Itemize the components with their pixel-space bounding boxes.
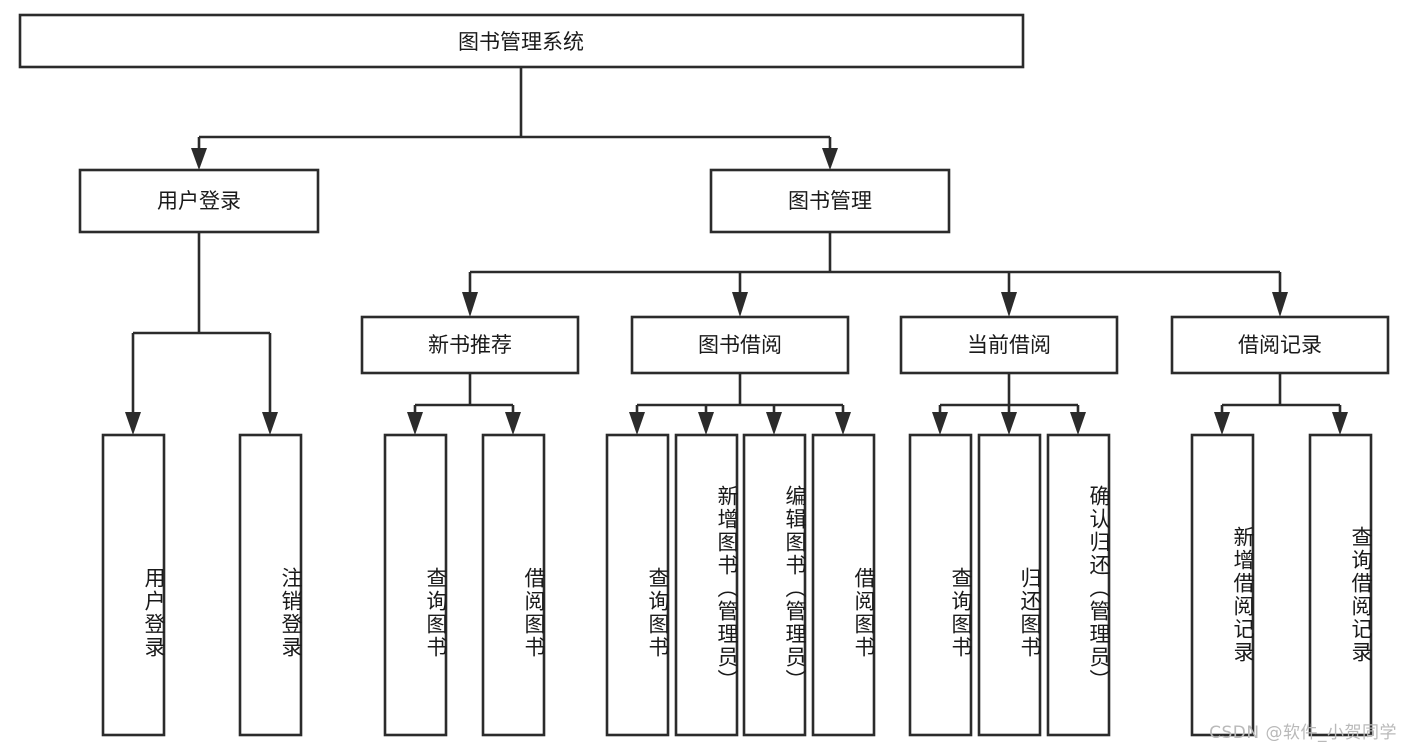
arrow-head-currentborrow-leaf-1 [932, 412, 948, 435]
node-book-management[interactable]: 图书管理 [709, 168, 951, 234]
node-root-box[interactable] [18, 13, 1025, 69]
leaf-box-newbook-query[interactable] [383, 433, 448, 737]
node-new-book-recommend-label: 新书推荐 [428, 333, 512, 357]
arrow-head-bookborrow-leaf-2 [698, 412, 714, 435]
node-book-management-box[interactable] [709, 168, 951, 234]
node-root[interactable]: 图书管理系统 [18, 13, 1025, 69]
nodes-leaf-boxes [101, 433, 1373, 737]
arrow-head-bookborrow-leaf-3 [766, 412, 782, 435]
leaf-box-bookborrow-edit[interactable] [742, 433, 807, 737]
arrow-head-current-borrow [1001, 292, 1017, 317]
node-user-login-label: 用户登录 [157, 189, 241, 213]
node-current-borrow-label: 当前借阅 [967, 333, 1051, 357]
leaf-box-bookborrow-borrow[interactable] [811, 433, 876, 737]
node-book-borrow[interactable]: 图书借阅 [630, 315, 850, 375]
nodes-horizontal: 图书管理系统 用户登录 图书管理 新书推荐 图书借阅 当前借阅 [18, 13, 1390, 375]
arrow-head-newbook-leaf-1 [407, 412, 423, 435]
node-new-book-recommend-box[interactable] [360, 315, 580, 375]
leaf-box-currentborrow-return[interactable] [977, 433, 1042, 737]
leaf-box-record-query[interactable] [1308, 433, 1373, 737]
leaf-box-record-add[interactable] [1190, 433, 1255, 737]
node-current-borrow[interactable]: 当前借阅 [899, 315, 1119, 375]
arrow-head-leaf-user-login [125, 412, 141, 435]
node-user-login[interactable]: 用户登录 [78, 168, 320, 234]
node-borrow-record-label: 借阅记录 [1238, 333, 1322, 357]
arrow-head-currentborrow-leaf-3 [1070, 412, 1086, 435]
arrow-head-new-book [462, 292, 478, 317]
node-current-borrow-box[interactable] [899, 315, 1119, 375]
node-borrow-record-box[interactable] [1170, 315, 1390, 375]
leaf-box-bookborrow-query[interactable] [605, 433, 670, 737]
node-root-label: 图书管理系统 [458, 30, 584, 54]
connectors [125, 67, 1348, 435]
leaf-box-newbook-borrow[interactable] [481, 433, 546, 737]
leaf-box-bookborrow-add[interactable] [674, 433, 739, 737]
node-book-borrow-label: 图书借阅 [698, 333, 782, 357]
leaf-box-logout[interactable] [238, 433, 303, 737]
arrow-head-book-mgmt [822, 148, 838, 170]
arrow-head-bookborrow-leaf-1 [629, 412, 645, 435]
arrow-head-borrow-record [1272, 292, 1288, 317]
arrow-head-user-login [191, 148, 207, 170]
leaf-box-currentborrow-confirm[interactable] [1046, 433, 1111, 737]
arrow-head-newbook-leaf-2 [505, 412, 521, 435]
node-book-borrow-box[interactable] [630, 315, 850, 375]
arrow-head-borrowrecord-leaf-1 [1214, 412, 1230, 435]
arrow-head-leaf-logout [262, 412, 278, 435]
node-borrow-record[interactable]: 借阅记录 [1170, 315, 1390, 375]
node-book-management-label: 图书管理 [788, 189, 872, 213]
node-user-login-box[interactable] [78, 168, 320, 234]
arrow-head-borrowrecord-leaf-2 [1332, 412, 1348, 435]
leaf-box-currentborrow-query[interactable] [908, 433, 973, 737]
arrow-head-book-borrow [732, 292, 748, 317]
arrow-head-bookborrow-leaf-4 [835, 412, 851, 435]
node-new-book-recommend[interactable]: 新书推荐 [360, 315, 580, 375]
arrow-head-currentborrow-leaf-2 [1001, 412, 1017, 435]
leaf-box-user-login[interactable] [101, 433, 166, 737]
csdn-watermark: CSDN @软件_小贺同学 [1209, 723, 1397, 743]
